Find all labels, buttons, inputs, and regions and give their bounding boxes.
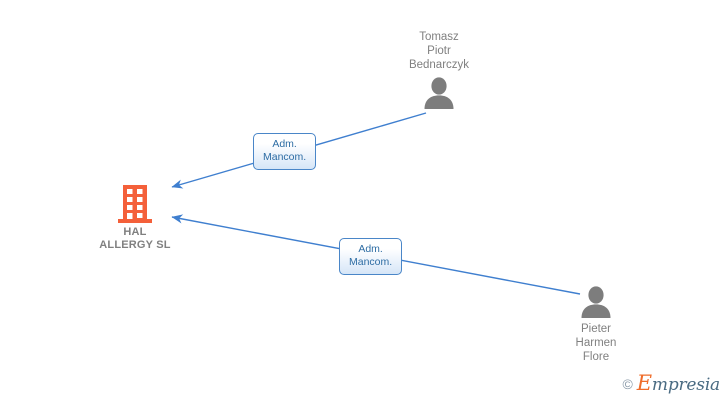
company-name: HAL ALLERGY SL xyxy=(55,226,215,252)
person-icon xyxy=(424,77,454,109)
empresia-watermark: © Empresia xyxy=(622,373,720,394)
relation-label-bednarczyk-adm-mancom[interactable]: Adm. Mancom. xyxy=(253,133,317,170)
company-name-line-1: HAL xyxy=(123,226,147,238)
person-name-line-2: Piotr xyxy=(427,45,451,57)
person-name-line-2: Harmen xyxy=(575,337,617,349)
empresia-logo: Empresia xyxy=(637,373,720,394)
building-icon xyxy=(118,185,152,223)
person-name-bednarczyk: Tomasz Piotr Bednarczyk xyxy=(364,30,514,72)
relation-label-line-2: Mancom. xyxy=(349,256,393,268)
relation-label-line-2: Mancom. xyxy=(263,151,307,163)
company-node-hal-allergy-sl[interactable]: HAL ALLERGY SL xyxy=(55,185,215,252)
relation-label-flore-adm-mancom[interactable]: Adm. Mancom. xyxy=(339,238,403,275)
company-name-line-2: ALLERGY SL xyxy=(99,239,171,251)
person-icon xyxy=(581,286,611,318)
empresia-logo-rest: mpresia xyxy=(651,375,720,395)
relation-label-line-1: Adm. xyxy=(358,243,383,255)
person-node-pieter-harmen-flore[interactable]: Pieter Harmen Flore xyxy=(521,286,671,364)
person-name-line-1: Pieter xyxy=(580,323,612,335)
empresia-logo-initial: E xyxy=(636,371,652,395)
person-name-line-3: Flore xyxy=(582,351,610,363)
person-name-line-1: Tomasz xyxy=(419,31,459,43)
copyright-icon: © xyxy=(622,375,633,392)
person-name-flore: Pieter Harmen Flore xyxy=(521,322,671,364)
relation-label-line-1: Adm. xyxy=(272,138,297,150)
person-node-tomasz-piotr-bednarczyk[interactable]: Tomasz Piotr Bednarczyk xyxy=(364,30,514,109)
person-name-line-3: Bednarczyk xyxy=(408,59,470,71)
